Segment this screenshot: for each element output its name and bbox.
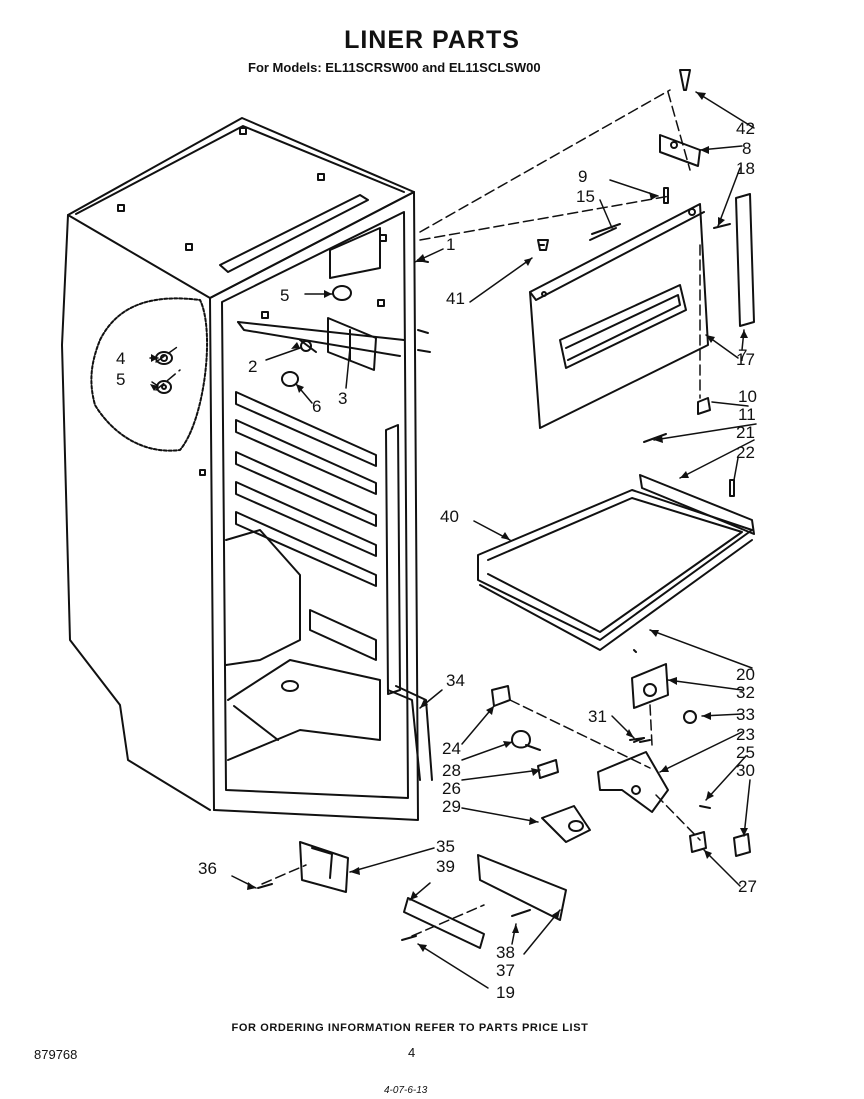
callout-15: 15 bbox=[576, 187, 595, 206]
callout-34: 34 bbox=[446, 671, 465, 690]
callout-41: 41 bbox=[446, 289, 465, 308]
callout-18: 18 bbox=[736, 159, 755, 178]
freezer-shelf bbox=[477, 397, 755, 653]
callout-33: 33 bbox=[736, 705, 755, 724]
callout-24: 24 bbox=[442, 739, 461, 758]
callout-17: 17 bbox=[736, 350, 755, 369]
callout-42: 42 bbox=[736, 119, 755, 138]
freezer-door bbox=[529, 203, 709, 429]
door-hinge bbox=[589, 69, 701, 241]
callout-3: 3 bbox=[338, 389, 347, 408]
document-number: 879768 bbox=[34, 1047, 78, 1062]
callout-30: 30 bbox=[736, 761, 755, 780]
arrowheads bbox=[150, 92, 748, 952]
callout-9: 9 bbox=[578, 167, 587, 186]
callout-5b: 5 bbox=[280, 286, 289, 305]
control-assembly bbox=[491, 663, 751, 857]
callout-10: 10 bbox=[738, 387, 757, 406]
callout-11: 11 bbox=[738, 405, 756, 424]
page-number: 4 bbox=[408, 1045, 416, 1060]
cabinet-liner bbox=[61, 117, 433, 821]
callout-29: 29 bbox=[442, 797, 461, 816]
page-title: LINER PARTS bbox=[344, 26, 520, 54]
callout-2: 2 bbox=[248, 357, 257, 376]
handwritten-stamp: 4-07-6-13 bbox=[384, 1085, 428, 1096]
callout-4: 4 bbox=[116, 349, 125, 368]
callout-20: 20 bbox=[736, 665, 755, 684]
callout-8: 8 bbox=[742, 139, 751, 158]
assembly-guides bbox=[155, 89, 701, 937]
seal-strip bbox=[713, 193, 755, 327]
callout-39: 39 bbox=[436, 857, 455, 876]
callout-19: 19 bbox=[496, 983, 515, 1002]
callout-38: 38 bbox=[496, 943, 515, 962]
models-subtitle: For Models: EL11SCRSW00 and EL11SCLSW00 bbox=[248, 60, 541, 75]
callout-40: 40 bbox=[440, 507, 459, 526]
callout-5a: 5 bbox=[116, 370, 125, 389]
callout-23: 23 bbox=[736, 725, 755, 744]
callout-6: 6 bbox=[312, 397, 321, 416]
callout-31: 31 bbox=[588, 707, 607, 726]
callout-labels: 1 2 3 4 5 5 6 7 8 9 10 11 15 17 18 19 20… bbox=[116, 119, 757, 1002]
lower-brackets bbox=[257, 841, 567, 949]
callout-7: 7 bbox=[738, 346, 747, 365]
callout-32: 32 bbox=[736, 683, 755, 702]
callout-28: 28 bbox=[442, 761, 461, 780]
callout-25: 25 bbox=[736, 743, 755, 762]
ordering-note: FOR ORDERING INFORMATION REFER TO PARTS … bbox=[231, 1022, 589, 1034]
callout-27: 27 bbox=[738, 877, 757, 896]
callout-26: 26 bbox=[442, 779, 461, 798]
callout-1: 1 bbox=[446, 235, 455, 254]
callout-37: 37 bbox=[496, 961, 515, 980]
callout-35: 35 bbox=[436, 837, 455, 856]
callout-36: 36 bbox=[198, 859, 217, 878]
cabinet-hardware bbox=[155, 285, 377, 394]
callout-22: 22 bbox=[736, 443, 755, 462]
callout-21: 21 bbox=[736, 423, 755, 442]
